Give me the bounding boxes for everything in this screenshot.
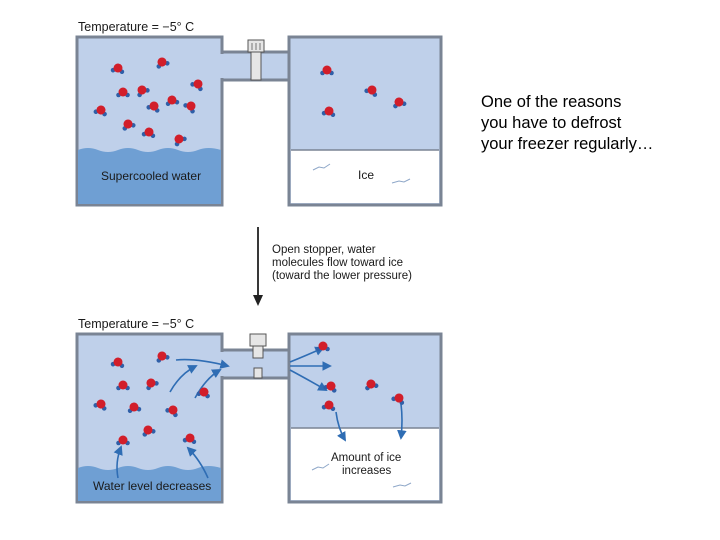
water-molecule-icon xyxy=(165,95,180,107)
water-molecule-icon xyxy=(196,387,210,399)
water-molecule-icon xyxy=(182,433,197,445)
water-molecule-icon xyxy=(142,425,156,437)
water-molecule-icon xyxy=(146,101,160,113)
water-molecule-icon xyxy=(316,341,330,352)
water-molecule-icon xyxy=(93,105,107,117)
bottom-panel: Temperature = −5° C Water level decrease… xyxy=(75,317,443,504)
water-molecule-icon xyxy=(110,357,125,369)
step-note-line1: Open stopper, water xyxy=(272,244,376,256)
water-molecule-icon xyxy=(93,399,107,411)
temperature-label-bottom: Temperature = −5° C xyxy=(78,317,194,331)
water-molecule-icon xyxy=(141,127,156,139)
step-note-line2: molecules flow toward ice xyxy=(272,257,403,269)
water-molecule-icon xyxy=(174,134,187,147)
supercooled-water-label: Supercooled water xyxy=(101,169,201,183)
water-molecule-icon xyxy=(116,435,130,446)
water-level-label: Water level decreases xyxy=(93,479,211,493)
caption-line3: your freezer regularly… xyxy=(481,135,654,153)
stopper-icon xyxy=(247,39,265,81)
water-molecule-icon xyxy=(365,379,379,391)
top-panel: Temperature = −5° C Supercooled water Ic… xyxy=(75,20,443,207)
water-molecule-icon xyxy=(320,65,334,76)
ice-block-top xyxy=(291,150,439,203)
water-molecule-icon xyxy=(156,351,170,363)
caption: One of the reasons you have to defrost y… xyxy=(481,92,716,155)
water-molecule-icon xyxy=(183,101,196,114)
caption-line1: One of the reasons xyxy=(481,93,622,111)
water-molecule-icon xyxy=(156,57,170,69)
step-arrow: Open stopper, water molecules flow towar… xyxy=(253,227,412,306)
water-molecule-icon xyxy=(122,119,136,131)
ice-label-top: Ice xyxy=(358,168,374,182)
water-molecule-icon xyxy=(321,106,336,118)
water-molecule-icon xyxy=(393,97,407,109)
water-molecule-icon xyxy=(190,79,203,92)
temperature-label-top: Temperature = −5° C xyxy=(78,20,194,34)
water-molecule-icon xyxy=(137,85,150,98)
molecules-bottom xyxy=(93,341,405,446)
water-molecule-icon xyxy=(127,402,142,414)
water-molecule-icon xyxy=(364,85,378,97)
water-molecule-icon xyxy=(146,378,159,391)
water-molecule-icon xyxy=(110,63,125,75)
ice-block-bottom xyxy=(291,428,439,500)
water-molecule-icon xyxy=(165,405,178,418)
ice-increase-label-line2: increases xyxy=(342,465,391,477)
stopper-open-icon xyxy=(249,333,267,379)
water-bottom xyxy=(78,466,221,501)
caption-line2: you have to defrost xyxy=(481,114,622,132)
water-molecule-icon xyxy=(116,87,130,98)
supercooled-water-top xyxy=(78,148,221,204)
step-note-line3: (toward the lower pressure) xyxy=(272,270,412,282)
water-molecule-icon xyxy=(323,381,337,393)
water-molecule-icon xyxy=(391,393,405,405)
water-molecule-icon xyxy=(321,400,336,412)
water-molecule-icon xyxy=(116,380,130,391)
ice-increase-label-line1: Amount of ice xyxy=(331,452,401,464)
molecules-top xyxy=(93,57,407,147)
